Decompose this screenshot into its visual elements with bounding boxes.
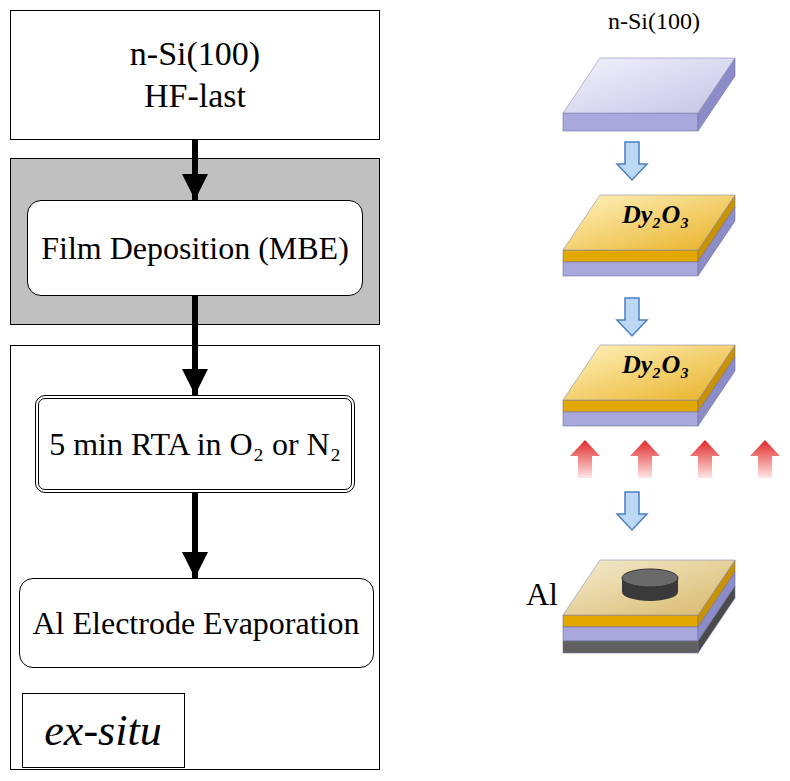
annealed-stack bbox=[563, 345, 735, 426]
process-box: Al Electrode Evaporation bbox=[19, 578, 374, 668]
heat-arrow bbox=[690, 440, 720, 478]
layer-label: Dy₂O₃ bbox=[622, 200, 689, 230]
silicon-wafer bbox=[563, 58, 735, 131]
flow-arrow bbox=[192, 296, 198, 395]
node-text: HF-last bbox=[144, 75, 246, 118]
node-text: Film Deposition (MBE) bbox=[41, 228, 349, 268]
step-arrow bbox=[617, 142, 647, 180]
heat-arrow bbox=[630, 440, 660, 478]
process-box: Film Deposition (MBE) bbox=[27, 200, 363, 296]
heat-arrow bbox=[570, 440, 600, 478]
node-text: 5 min RTA in O₂ or N₂ bbox=[49, 424, 341, 464]
flow-arrow bbox=[192, 140, 198, 200]
wafer-label: n-Si(100) bbox=[608, 8, 700, 35]
electrode-label: Al bbox=[526, 576, 558, 613]
capacitor-stack bbox=[563, 560, 735, 653]
start-box: n-Si(100)HF-last bbox=[10, 10, 380, 140]
flow-arrow bbox=[192, 493, 198, 578]
node-text: Al Electrode Evaporation bbox=[33, 603, 360, 643]
oxide-on-wafer bbox=[563, 195, 735, 276]
ex-situ-tag: ex-situ bbox=[22, 693, 185, 768]
process-box: 5 min RTA in O₂ or N₂ bbox=[35, 395, 355, 493]
step-arrow bbox=[617, 492, 647, 530]
layer-label: Dy₂O₃ bbox=[622, 350, 689, 380]
node-text: n-Si(100) bbox=[130, 33, 260, 76]
heat-arrow bbox=[750, 440, 780, 478]
al-electrode bbox=[622, 569, 678, 601]
node-text: ex-situ bbox=[44, 703, 161, 758]
step-arrow bbox=[617, 298, 647, 336]
